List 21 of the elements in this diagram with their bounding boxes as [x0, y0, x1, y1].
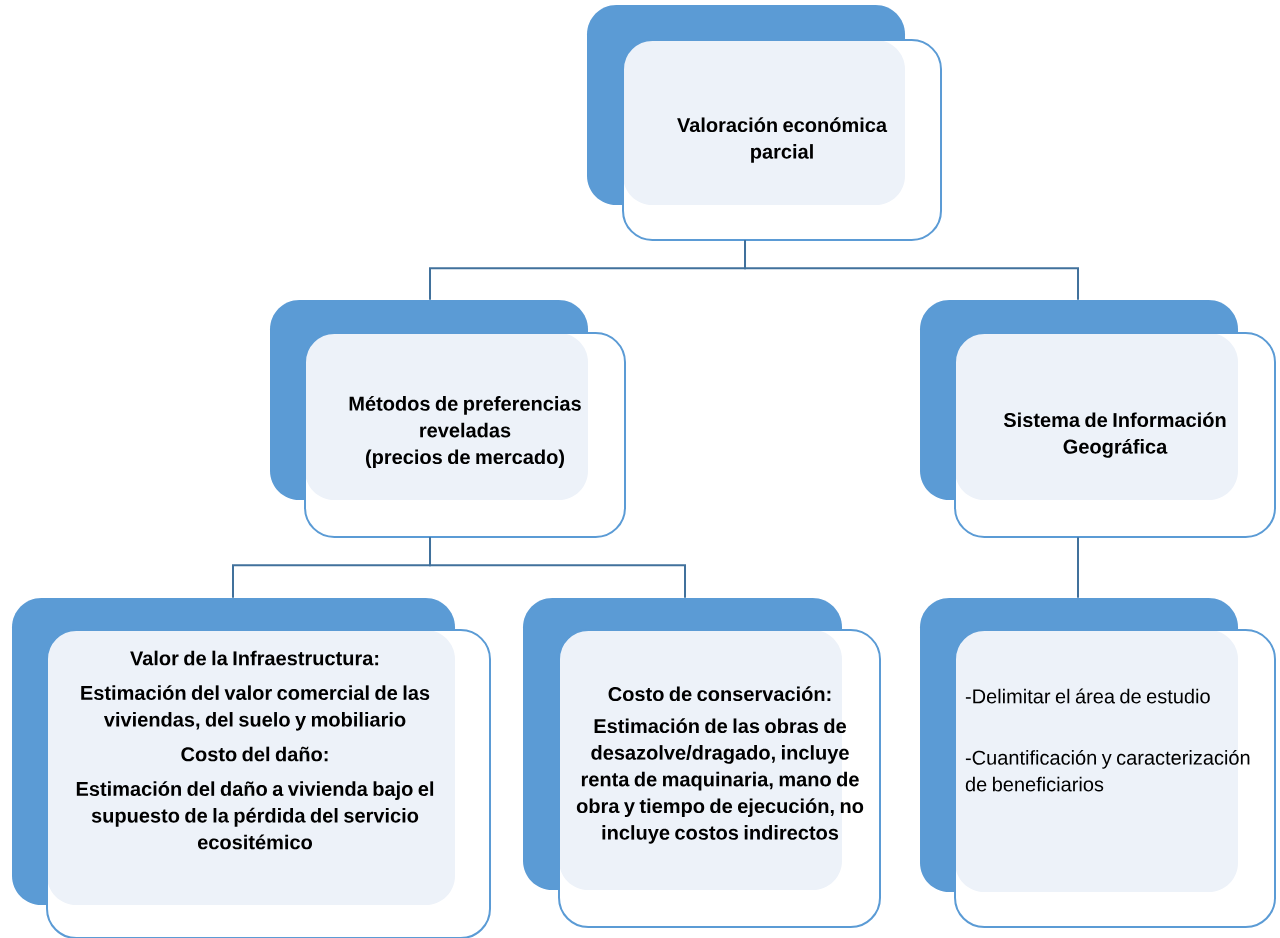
heading-text: Costo del daño: — [181, 746, 328, 762]
connector-line — [744, 239, 1079, 301]
body-text: (precios de mercado) — [366, 449, 564, 469]
body-text: -Cuantificación y caracterización de beneficiarios — [965, 749, 1250, 792]
card-box — [587, 5, 942, 241]
card-box — [920, 598, 1276, 928]
body-text: Estimación del daño a vivienda bajo el supuesto de la pérdida del servicio ecositémico — [76, 781, 434, 850]
card-box — [12, 598, 491, 938]
body-text: Estimación de las obras de desazolve/dragado, incluye renta de maquinaria, mano de obra y tiempo de ejecución, no incluye costos indirectos — [576, 718, 864, 844]
heading-text: Valor de la Infraestructura: — [130, 650, 379, 666]
card-box — [523, 598, 881, 928]
card-box — [920, 300, 1276, 538]
connector-line — [429, 536, 686, 599]
card-box — [270, 300, 626, 538]
body-text: Estimación del valor comercial de las viviendas, del suelo y mobiliario — [81, 685, 430, 731]
body-text: -Delimitar el área de estudio — [965, 688, 1210, 704]
connector-line — [1077, 536, 1079, 599]
heading-text: Valoración económica parcial — [677, 117, 888, 163]
heading-text: Sistema de Información Geográfica — [1003, 412, 1226, 458]
heading-text: Métodos de preferencias reveladas — [349, 395, 581, 438]
heading-text: Costo de conservación: — [608, 686, 831, 702]
